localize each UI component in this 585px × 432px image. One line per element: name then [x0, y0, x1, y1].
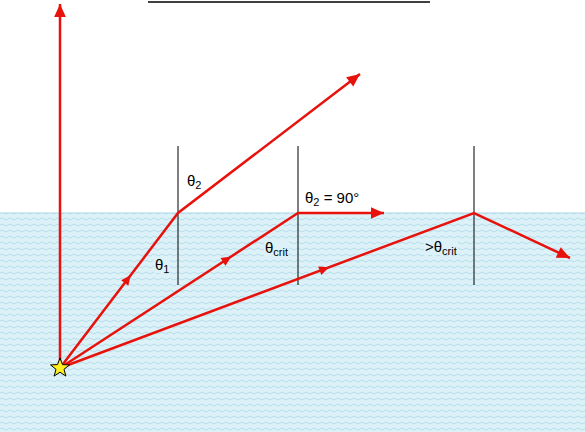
- water: [0, 213, 585, 432]
- light-ray: [60, 213, 570, 368]
- arrowhead: [371, 207, 384, 219]
- arrowhead: [318, 267, 329, 275]
- arrowhead: [121, 275, 131, 286]
- angle-label: θ2: [186, 172, 202, 189]
- arrowhead: [346, 74, 360, 87]
- angle-label: >θcrit: [424, 238, 458, 255]
- arrowhead: [556, 247, 570, 258]
- arrowhead: [221, 256, 232, 265]
- normal-line: [474, 146, 475, 285]
- angle-label: θ2 = 90°: [304, 189, 360, 206]
- arrowhead: [54, 4, 66, 17]
- light-source-star: [50, 358, 69, 376]
- top-rule: [148, 1, 430, 3]
- light-ray: [59, 4, 62, 368]
- normal-line: [298, 146, 299, 285]
- water-surface: [0, 213, 585, 214]
- angle-label: θ1: [154, 256, 170, 273]
- light-ray: [60, 213, 384, 368]
- light-ray: [60, 74, 360, 368]
- angle-label: θcrit: [264, 239, 289, 256]
